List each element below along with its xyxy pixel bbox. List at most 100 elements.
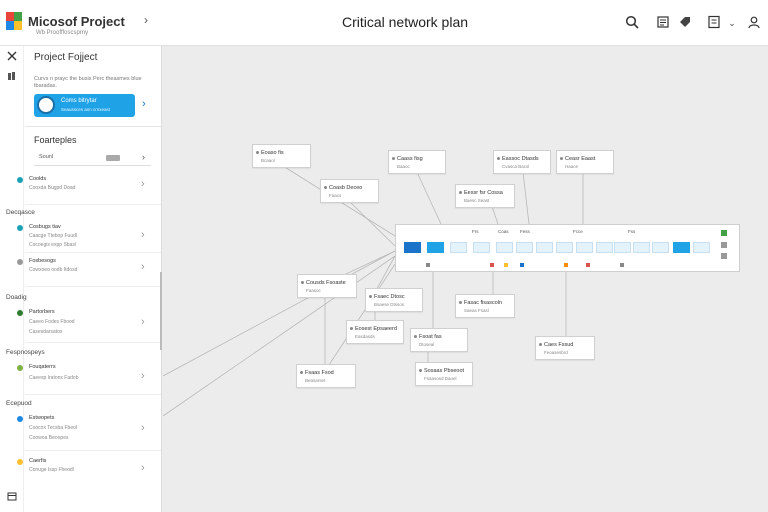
list-item-title[interactable]: Estwopets [29, 415, 55, 421]
network-node[interactable]: Eosest Epsaeerd Easdasds [346, 320, 404, 344]
tag-icon[interactable] [677, 15, 693, 31]
timeline-cell[interactable] [450, 242, 467, 253]
timeline-cell[interactable] [404, 242, 421, 253]
timeline-header: Coas [498, 229, 509, 234]
timeline-header: Fss [628, 229, 636, 234]
network-node[interactable]: Fsaas Fsod Beasarset [296, 364, 356, 388]
chevron-right-icon[interactable]: › [141, 462, 145, 474]
item-dot-icon [17, 459, 23, 465]
timeline-marker [504, 263, 508, 267]
timeline-header: Fcce [573, 229, 583, 234]
chevron-right-icon[interactable]: › [142, 152, 145, 162]
top-bar: Micosof Project Wb Proofffoscsprny › Cri… [0, 0, 768, 46]
chevron-down-icon[interactable]: ⌄ [728, 18, 736, 28]
network-node[interactable]: Coasb Deceo Faacs [320, 179, 379, 203]
project-panel: Project Fojject Curvs n prayc the busis … [25, 46, 161, 512]
network-node[interactable]: Eassoc Dtasds Cvasca Bacsl [493, 150, 551, 174]
timeline-cell[interactable] [693, 242, 710, 253]
group-label[interactable]: Ecepuod [6, 400, 32, 407]
list-item-subtitle: Caacge Ttebop Fuudl [29, 233, 77, 239]
document-icon[interactable] [706, 15, 722, 31]
list-item-title[interactable]: Coolds [29, 176, 47, 182]
list-item-subtitle: Caeesp Iratons Fadob [29, 375, 79, 381]
node-title: Sosaas Pbseoot [424, 368, 465, 374]
network-node[interactable]: Sosaas Pbseoot Fsaasosd Daoel [415, 362, 473, 386]
chevron-right-icon[interactable]: › [141, 261, 145, 273]
timeline-cell[interactable] [473, 242, 490, 253]
node-title: Fsoat fas [419, 334, 442, 340]
timeline-cell[interactable] [536, 242, 553, 253]
timeline-cell[interactable] [556, 242, 573, 253]
node-title: Coasb Deceo [329, 185, 363, 191]
chevron-right-icon[interactable]: › [141, 370, 145, 382]
page-title: Critical network plan [341, 14, 469, 30]
node-title: Eoaso fis [261, 150, 284, 156]
filter-field[interactable]: Sounl › [34, 150, 151, 166]
library-icon[interactable] [4, 70, 20, 86]
list-item-title[interactable]: Fosbesogs [29, 258, 56, 264]
node-subtitle: Feoasesbrd [544, 350, 568, 355]
node-marker-icon [560, 157, 563, 160]
promo-badge-icon [37, 96, 55, 114]
network-node[interactable]: Ceasr Eaast Haace [556, 150, 614, 174]
user-icon[interactable] [746, 15, 762, 31]
timeline-strip[interactable]: Frs Coas Fess Fcce Fss [395, 224, 740, 272]
group-label[interactable]: Doadig [6, 294, 27, 301]
status-icon [721, 242, 727, 248]
chevron-right-icon[interactable]: › [141, 316, 145, 328]
item-dot-icon [17, 310, 23, 316]
timeline-marker [586, 263, 590, 267]
node-marker-icon [301, 281, 304, 284]
chevron-right-icon[interactable]: › [141, 229, 145, 241]
node-subtitle: Beasarset [305, 378, 326, 383]
node-subtitle: Haace [565, 164, 579, 169]
list-icon[interactable] [655, 15, 671, 31]
search-icon[interactable] [624, 15, 640, 31]
timeline-marker [490, 263, 494, 267]
list-item-subtitle: Conuge Issp Fheodl [29, 467, 74, 473]
network-node[interactable]: Eessr fsr Cossa Baesc Seast [455, 184, 515, 208]
network-node[interactable]: Fasac fisascoln Saeas Fsasl [455, 294, 515, 318]
timeline-cell[interactable] [516, 242, 533, 253]
promo-card[interactable]: Coms bitrytar Seaussces ann crnxeast [34, 94, 135, 117]
timeline-cell[interactable] [496, 242, 513, 253]
item-dot-icon [17, 365, 23, 371]
node-subtitle: Saeas Fsasl [464, 308, 489, 313]
network-node[interactable]: Eoaso fis Bcaaol [252, 144, 311, 168]
connector-line [163, 250, 396, 377]
item-dot-icon [17, 259, 23, 265]
network-node[interactable]: Caes Fssud Feoasesbrd [535, 336, 595, 360]
timeline-cell[interactable] [673, 242, 690, 253]
timeline-cell[interactable] [596, 242, 613, 253]
list-item-title[interactable]: Partorbers [29, 309, 55, 315]
network-canvas[interactable]: Eoaso fis Bcaaol Coasb Deceo Faacs Caass… [163, 46, 768, 512]
network-node[interactable]: Fsaec Dtosc Bsaese Dtssos [365, 288, 423, 312]
list-item-title[interactable]: Cosbugs tiav [29, 224, 61, 230]
timeline-cell[interactable] [633, 242, 650, 253]
network-node[interactable]: Fsoat fas Dtoseal [410, 328, 468, 352]
node-marker-icon [324, 186, 327, 189]
app-logo-icon [6, 12, 22, 30]
filter-label: Sounl [39, 154, 54, 160]
group-label[interactable]: Decqasce [6, 209, 35, 216]
list-item-subtitle: Casesdarsatos [29, 329, 63, 335]
timeline-cell[interactable] [427, 242, 444, 253]
group-label[interactable]: Fespnospeys [6, 349, 45, 356]
timeline-cell[interactable] [652, 242, 669, 253]
list-item-title[interactable]: Caerfis [29, 458, 47, 464]
close-icon[interactable] [4, 50, 20, 66]
chevron-right-icon[interactable]: › [142, 98, 146, 110]
chevron-right-icon[interactable]: › [144, 13, 148, 27]
node-title: Caass fisg [397, 156, 423, 162]
scrollbar-thumb[interactable] [160, 272, 162, 350]
network-node[interactable]: Cousds Fsoaste Faasoc [297, 274, 357, 298]
calendar-icon[interactable] [4, 490, 20, 506]
list-item-title[interactable]: Fouqaterrs [29, 364, 56, 370]
chevron-right-icon[interactable]: › [141, 178, 145, 190]
timeline-cell[interactable] [576, 242, 593, 253]
timeline-marker [426, 263, 430, 267]
node-marker-icon [419, 369, 422, 372]
chevron-right-icon[interactable]: › [141, 422, 145, 434]
network-node[interactable]: Caass fisg Baaoc [388, 150, 446, 174]
timeline-cell[interactable] [614, 242, 631, 253]
